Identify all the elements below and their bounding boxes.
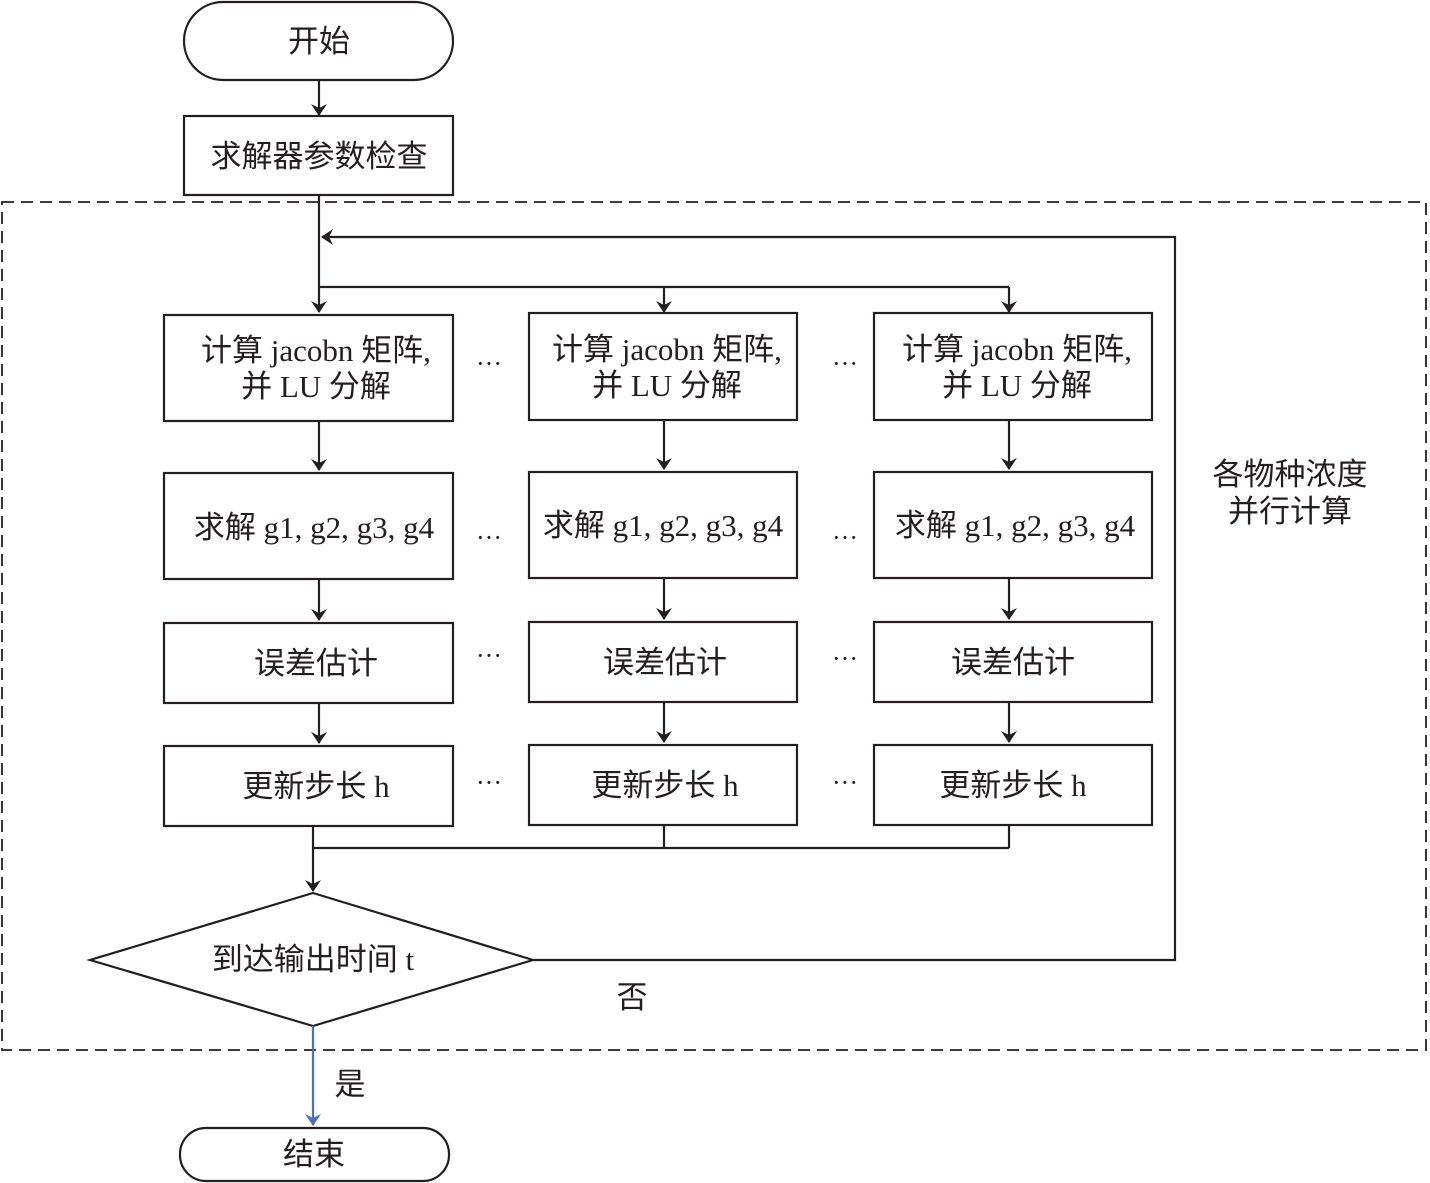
param-check-label: 求解器参数检查	[211, 139, 428, 174]
solve-node-3	[872, 470, 1154, 580]
error-label-3: 误差估计	[951, 645, 1075, 680]
loop-back-arrow	[321, 229, 1177, 962]
update-node-2	[527, 743, 799, 827]
jacobian-label-3b: 并 LU 分解	[942, 368, 1092, 403]
solve-label-3: 求解 g1, g2, g3, g4	[895, 508, 1136, 543]
ellipsis-row1-b: ···	[832, 349, 858, 378]
ellipsis-row3-b: ···	[832, 644, 858, 673]
update-label-2: 更新步长 h	[591, 768, 739, 803]
error-node-2	[527, 620, 799, 704]
error-node-3	[872, 620, 1154, 704]
jacobian-label-1b: 并 LU 分解	[241, 369, 391, 404]
yes-label: 是	[335, 1067, 366, 1102]
solve-label-2: 求解 g1, g2, g3, g4	[543, 508, 784, 543]
column-3: 计算 jacobn 矩阵, 并 LU 分解 求解 g1, g2, g3, g4 …	[872, 311, 1154, 827]
no-label: 否	[617, 980, 648, 1015]
decision-node: 到达输出时间 t	[86, 891, 537, 1028]
ellipsis-row3-a: ···	[476, 641, 502, 670]
parallel-region	[1, 201, 1427, 1051]
update-label-3: 更新步长 h	[939, 768, 1087, 803]
jacobian-label-1a: 计算 jacobn 矩阵,	[201, 333, 431, 368]
error-node-1	[162, 621, 455, 705]
update-node-1	[162, 744, 455, 828]
start-label: 开始	[288, 24, 350, 59]
ellipsis-row4-b: ···	[832, 768, 858, 797]
solve-node-1	[162, 471, 455, 581]
parallel-label-line2: 并行计算	[1228, 494, 1352, 529]
param-check-node: 求解器参数检查	[182, 114, 455, 197]
decision-label: 到达输出时间 t	[212, 942, 415, 977]
ellipsis-row1-a: ···	[476, 349, 502, 378]
solve-label-1: 求解 g1, g2, g3, g4	[194, 510, 435, 545]
jacobian-node-3	[872, 311, 1154, 422]
update-node-3	[872, 743, 1154, 827]
error-label-1: 误差估计	[254, 646, 378, 681]
jacobian-node-2	[527, 311, 799, 422]
end-label: 结束	[283, 1137, 345, 1172]
parallel-label-line1: 各物种浓度	[1213, 457, 1368, 492]
column-1: 计算 jacobn 矩阵, 并 LU 分解 求解 g1, g2, g3, g4 …	[162, 313, 455, 828]
jacobian-label-3a: 计算 jacobn 矩阵,	[902, 332, 1132, 367]
jacobian-node-1	[162, 313, 455, 423]
jacobian-label-2a: 计算 jacobn 矩阵,	[552, 332, 782, 367]
column-2: 计算 jacobn 矩阵, 并 LU 分解 求解 g1, g2, g3, g4 …	[527, 311, 799, 827]
ellipsis-row2-b: ···	[832, 523, 858, 552]
start-node: 开始	[182, 0, 455, 82]
jacobian-label-2b: 并 LU 分解	[592, 368, 742, 403]
ellipsis-row4-a: ···	[476, 768, 502, 797]
ellipsis-row2-a: ···	[476, 523, 502, 552]
error-label-2: 误差估计	[603, 645, 727, 680]
end-node: 结束	[178, 1126, 451, 1183]
update-label-1: 更新步长 h	[242, 769, 390, 804]
